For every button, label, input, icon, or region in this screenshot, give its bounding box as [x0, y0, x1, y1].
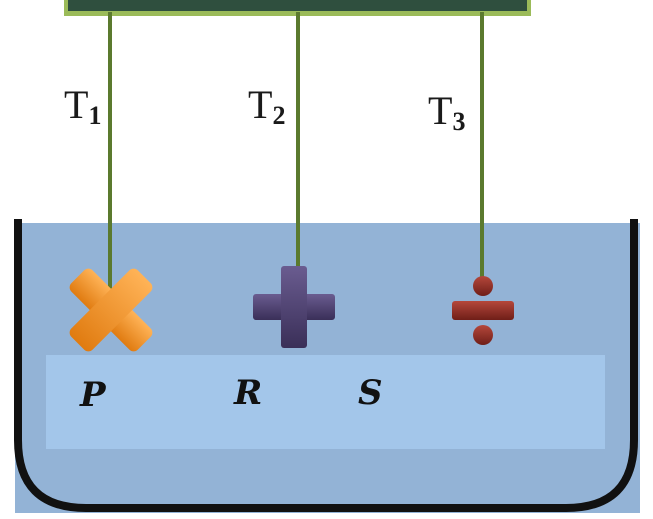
object-label-s: S	[358, 373, 383, 413]
liquid-band	[46, 355, 605, 449]
tension-label-t2: T2	[248, 82, 285, 130]
beaker-outline	[14, 219, 638, 512]
multiply-icon	[69, 268, 153, 352]
support-bar	[68, 0, 527, 11]
tension-label-t3: T3	[428, 88, 465, 136]
object-label-p: P	[79, 375, 107, 415]
object-label-r: R	[233, 373, 262, 413]
divide-icon	[452, 276, 514, 345]
plus-icon	[253, 266, 335, 348]
tension-label-t1: T1	[64, 82, 101, 130]
